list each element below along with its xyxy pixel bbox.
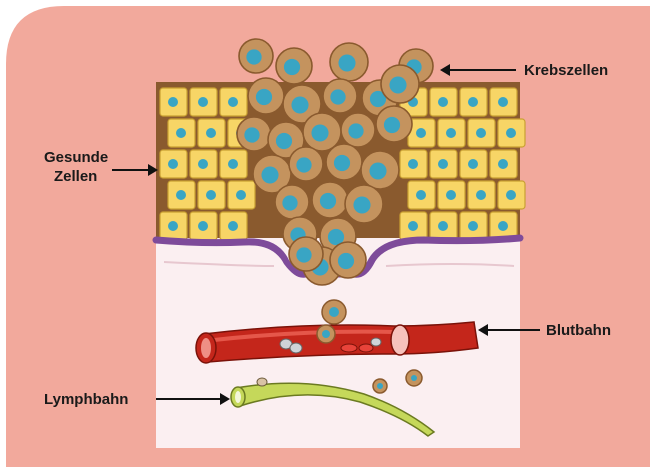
healthy-cell <box>408 181 435 209</box>
cancer-cell <box>239 39 273 73</box>
healthy-cell <box>190 150 217 178</box>
healthy-cell <box>220 88 247 116</box>
healthy-cell <box>498 181 525 209</box>
cancer-cell <box>312 182 348 218</box>
cancer-cell <box>289 237 323 271</box>
healthy-cell <box>430 212 457 240</box>
cancer-cell <box>381 65 419 103</box>
healthy-cell <box>460 150 487 178</box>
healthy-cell <box>468 119 495 147</box>
label-lymphbahn: Lymphbahn <box>44 391 128 408</box>
label-zellen: Zellen <box>54 168 97 185</box>
cancer-cell <box>341 113 375 147</box>
healthy-cell <box>430 88 457 116</box>
tumor-spread-diagram: Krebszellen Gesunde Zellen Blutbahn Lymp… <box>4 4 653 469</box>
healthy-cell <box>190 212 217 240</box>
cancer-cell <box>376 106 412 142</box>
cancer-cell <box>345 185 383 223</box>
cancer-cell <box>326 144 362 180</box>
healthy-cell <box>190 88 217 116</box>
healthy-cell <box>168 181 195 209</box>
label-blutbahn: Blutbahn <box>546 322 611 339</box>
healthy-cell <box>220 212 247 240</box>
healthy-cell <box>168 119 195 147</box>
healthy-cell <box>438 119 465 147</box>
cancer-cell <box>303 113 341 151</box>
cancer-cell <box>275 185 309 219</box>
cancer-cell <box>237 117 271 151</box>
cancer-cell <box>361 151 399 189</box>
cancer-cell <box>323 79 357 113</box>
label-gesunde: Gesunde <box>44 149 108 166</box>
healthy-cell <box>490 88 517 116</box>
healthy-cell <box>430 150 457 178</box>
healthy-cell <box>220 150 247 178</box>
healthy-cell <box>160 88 187 116</box>
healthy-cell <box>228 181 255 209</box>
healthy-cell <box>198 119 225 147</box>
cancer-cell <box>330 242 366 278</box>
healthy-cell <box>198 181 225 209</box>
label-krebszellen: Krebszellen <box>524 62 608 79</box>
healthy-cell <box>468 181 495 209</box>
healthy-cell <box>160 212 187 240</box>
healthy-cell <box>160 150 187 178</box>
healthy-cell <box>498 119 525 147</box>
healthy-cell <box>460 88 487 116</box>
cancer-cell <box>289 147 323 181</box>
healthy-cell <box>438 181 465 209</box>
healthy-cell <box>400 150 427 178</box>
cancer-cell <box>330 43 368 81</box>
healthy-cell <box>460 212 487 240</box>
healthy-cell <box>490 150 517 178</box>
cancer-cell <box>248 78 284 114</box>
cancer-cell <box>276 48 312 84</box>
healthy-cell <box>400 212 427 240</box>
